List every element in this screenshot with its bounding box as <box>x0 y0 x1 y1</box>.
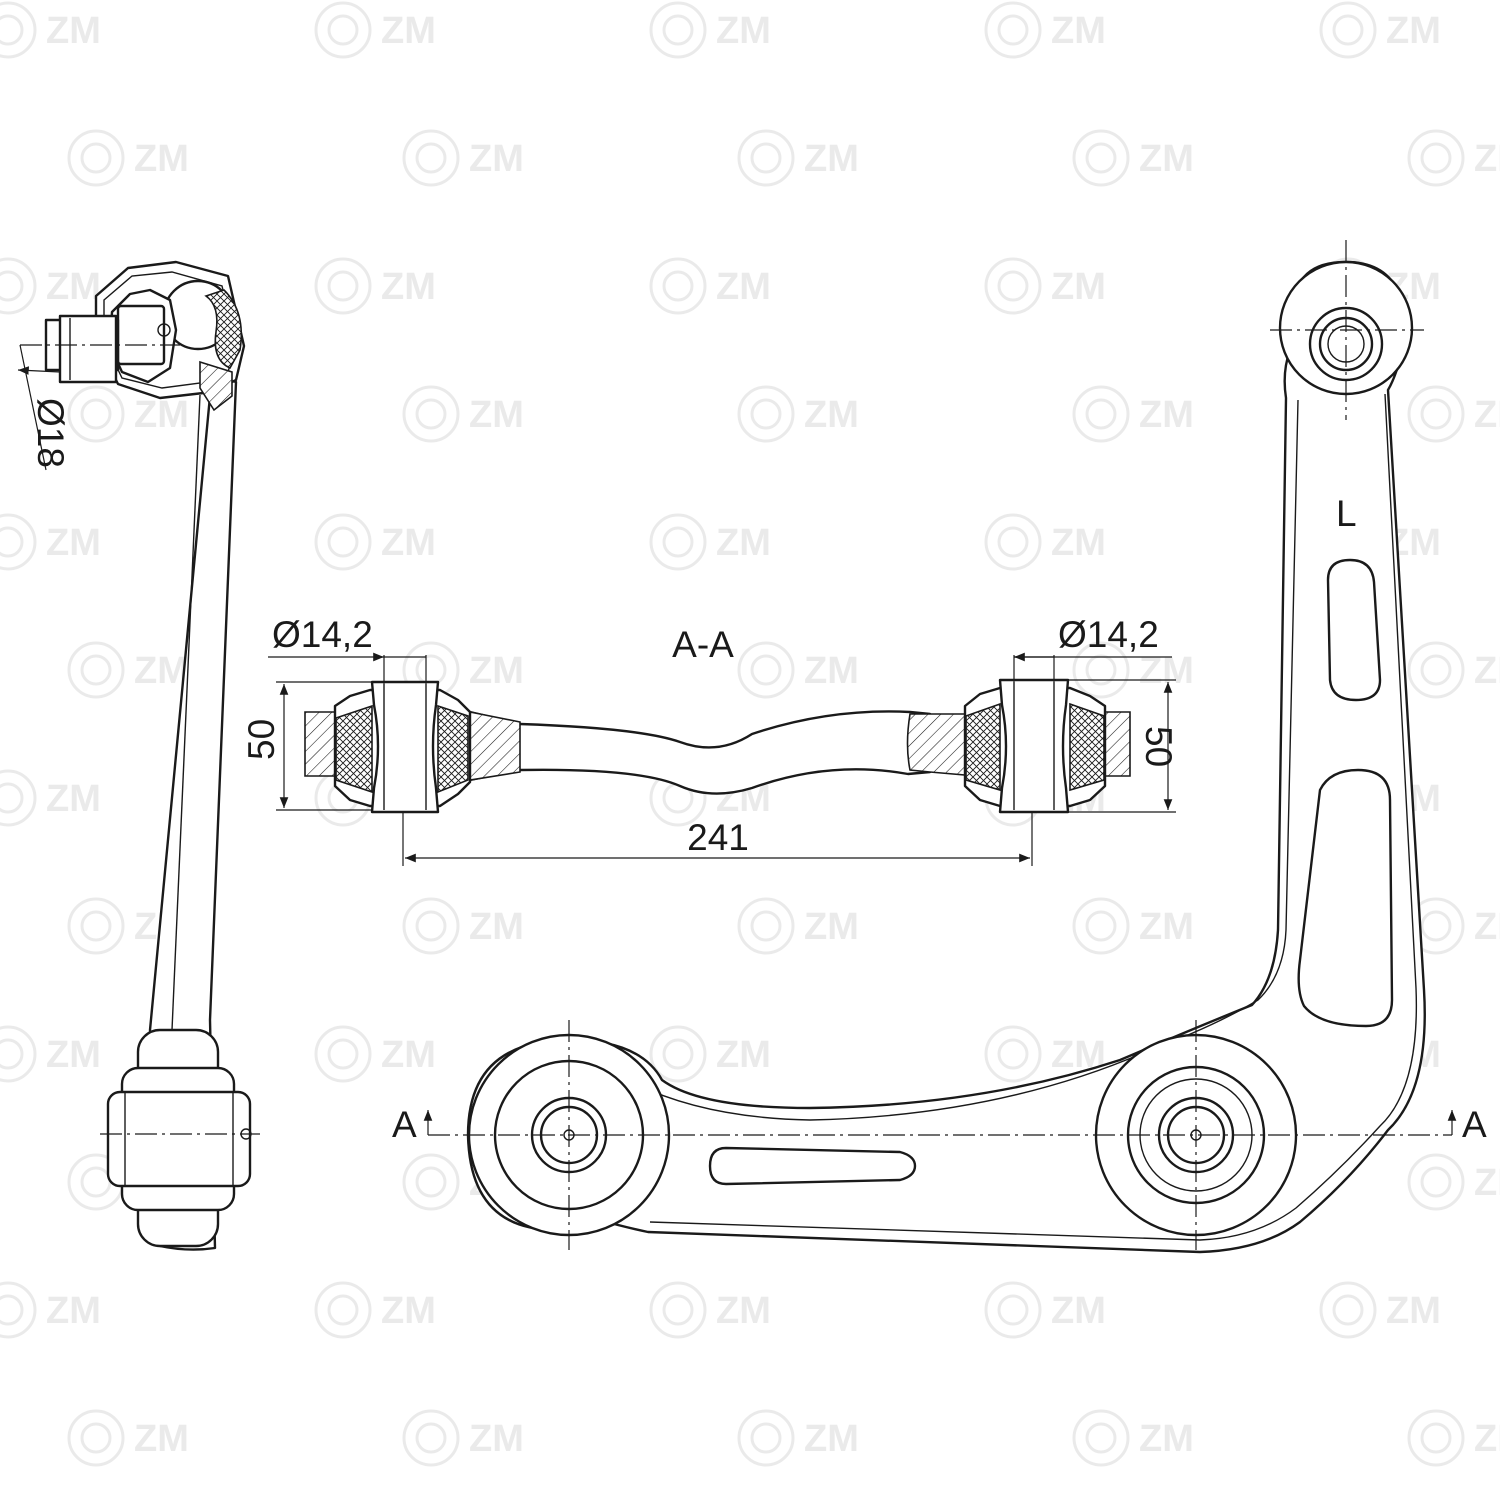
left-width-label: 50 <box>241 719 282 760</box>
watermark-logo <box>649 257 773 315</box>
watermark-logo <box>67 641 191 699</box>
watermark-logo <box>0 513 103 571</box>
watermark-logo <box>1407 641 1500 699</box>
watermark-logo <box>1319 1 1443 59</box>
watermark-logo <box>1072 129 1196 187</box>
watermark-logo <box>402 897 526 955</box>
watermark-logo <box>0 1 103 59</box>
watermark-logo <box>314 1025 438 1083</box>
watermark-logo <box>314 257 438 315</box>
watermark-logo <box>402 385 526 443</box>
watermark-logo <box>314 1281 438 1339</box>
watermark-logo <box>314 1 438 59</box>
section-marker-left: A <box>392 1104 417 1145</box>
right-bushing-section <box>963 678 1131 814</box>
watermark-logo <box>649 1025 773 1083</box>
watermark-logo <box>1072 1409 1196 1467</box>
watermark-logo <box>1407 897 1500 955</box>
watermark-logo <box>984 1 1108 59</box>
plan-view: A A L <box>392 240 1487 1254</box>
watermark-logo <box>1072 897 1196 955</box>
right-bore-label: Ø14,2 <box>1058 614 1159 655</box>
watermark-logo <box>984 1281 1108 1339</box>
watermark-logo <box>737 129 861 187</box>
watermark-logo <box>1407 385 1500 443</box>
watermark-logo <box>649 1 773 59</box>
watermark-logo <box>67 1409 191 1467</box>
watermark-logo <box>1072 385 1196 443</box>
side-label: L <box>1336 493 1357 534</box>
watermark-logo <box>0 1281 103 1339</box>
watermark-logo <box>984 257 1108 315</box>
left-bore-label: Ø14,2 <box>272 614 373 655</box>
watermark-logo <box>314 513 438 571</box>
right-width-label: 50 <box>1138 726 1179 767</box>
watermark-logo <box>984 513 1108 571</box>
watermark-logo <box>67 129 191 187</box>
watermark-logo <box>402 129 526 187</box>
watermark-logo <box>737 897 861 955</box>
watermark-logo <box>1407 1153 1500 1211</box>
watermark-logo <box>737 1409 861 1467</box>
center-distance-label: 241 <box>687 817 749 858</box>
ball-pin-diameter-label: Ø18 <box>30 398 71 468</box>
watermark-logo <box>737 385 861 443</box>
section-aa-view: A-A Ø14,2 <box>241 614 1179 866</box>
watermark-logo <box>402 1409 526 1467</box>
watermark-logo <box>1407 1409 1500 1467</box>
watermark-logo <box>649 513 773 571</box>
watermark-logo <box>649 1281 773 1339</box>
watermark-logo <box>0 257 103 315</box>
watermark-logo <box>0 769 103 827</box>
watermark-logo <box>1319 1281 1443 1339</box>
watermark-logo <box>737 641 861 699</box>
watermark-logo <box>0 1025 103 1083</box>
section-marker-right: A <box>1462 1104 1487 1145</box>
section-title: A-A <box>672 624 734 665</box>
side-view: Ø18 <box>17 260 260 1251</box>
left-bushing-section <box>304 680 472 814</box>
watermark-logo <box>1407 129 1500 187</box>
